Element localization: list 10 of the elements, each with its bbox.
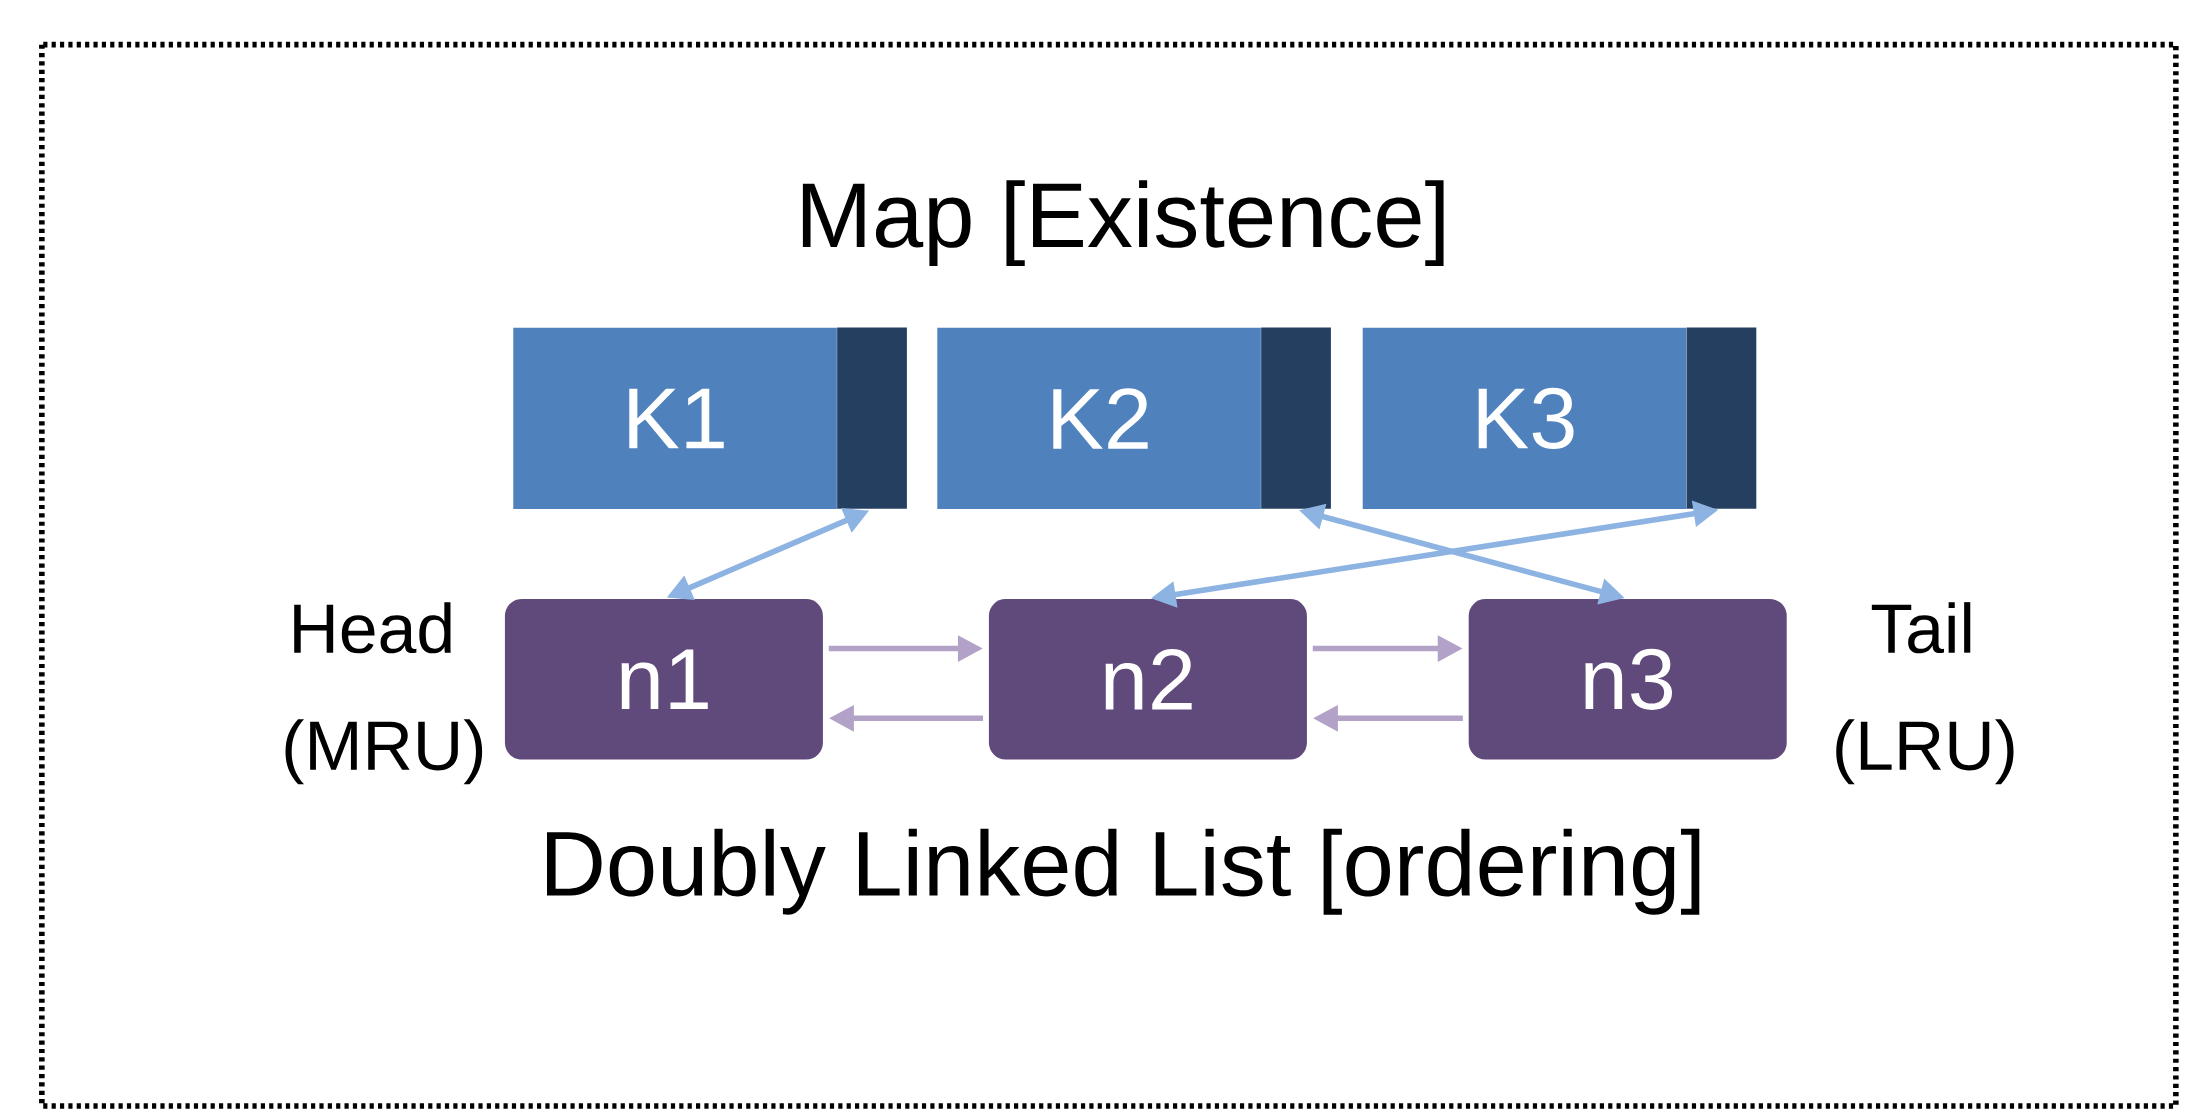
key-box: K2 bbox=[937, 327, 1331, 510]
list-node: n1 bbox=[504, 599, 823, 760]
key-box: K1 bbox=[513, 327, 907, 510]
title: Map [Existence] bbox=[802, 180, 1444, 267]
key-box: K3 bbox=[1362, 327, 1757, 510]
end-label: Tail (LRU) bbox=[1836, 602, 2014, 785]
list-node: n3 bbox=[1468, 599, 1787, 760]
caption: Doubly Linked List [ordering] bbox=[547, 828, 1700, 915]
end-label: Head (MRU) bbox=[285, 602, 483, 785]
list-node: n2 bbox=[988, 599, 1307, 760]
